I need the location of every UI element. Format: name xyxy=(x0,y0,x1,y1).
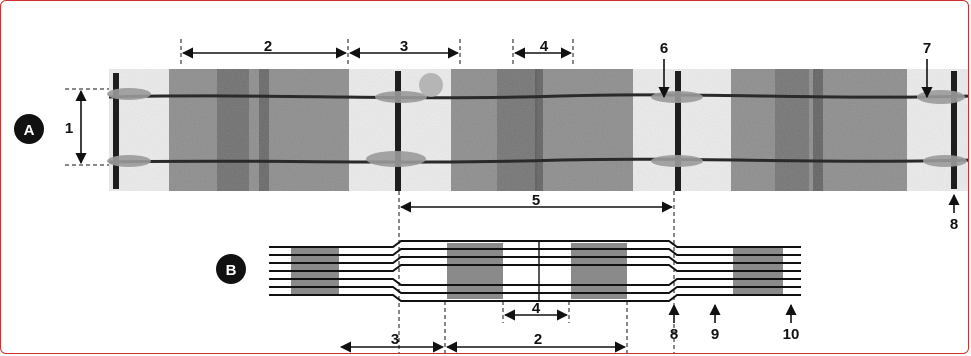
schematic-band-3 xyxy=(571,243,627,299)
panel-label-a: A xyxy=(14,114,44,144)
svg-text:B: B xyxy=(226,262,237,279)
rod-1 xyxy=(113,73,119,189)
a-span-1-label: 1 xyxy=(65,120,73,137)
a-marker-7-label: 7 xyxy=(923,40,931,57)
rod-2 xyxy=(395,71,401,191)
a-span-5-label: 5 xyxy=(532,192,540,209)
upper-cord xyxy=(108,93,968,100)
b-marker-10-label: 10 xyxy=(783,326,800,343)
b-span-3-label: 3 xyxy=(391,331,399,348)
a-span-2-label: 2 xyxy=(264,38,272,55)
b-marker-9-label: 9 xyxy=(711,326,719,343)
b-extension-lines xyxy=(444,301,628,353)
lower-cord xyxy=(108,157,968,164)
schematic-band-2 xyxy=(447,243,503,299)
rod-4 xyxy=(951,71,957,189)
photo-panel-a xyxy=(107,69,968,191)
photo-grain xyxy=(109,69,968,191)
a-span-4-label: 4 xyxy=(540,38,549,55)
a-marker-6-label: 6 xyxy=(660,40,668,57)
a-marker-8-label: 8 xyxy=(950,216,958,233)
b-marker-8-label: 8 xyxy=(670,326,678,343)
knot-clusters xyxy=(107,73,967,167)
a-span-3-label: 3 xyxy=(400,38,408,55)
panel-label-b: B xyxy=(216,254,246,284)
schematic-panel-b xyxy=(269,240,801,302)
b-span-2-label: 2 xyxy=(534,331,542,348)
a-extension-lines xyxy=(65,39,675,353)
svg-text:A: A xyxy=(24,122,35,139)
rod-3 xyxy=(675,71,681,191)
schematic-threads xyxy=(269,240,801,302)
b-span-4-label: 4 xyxy=(532,300,541,317)
